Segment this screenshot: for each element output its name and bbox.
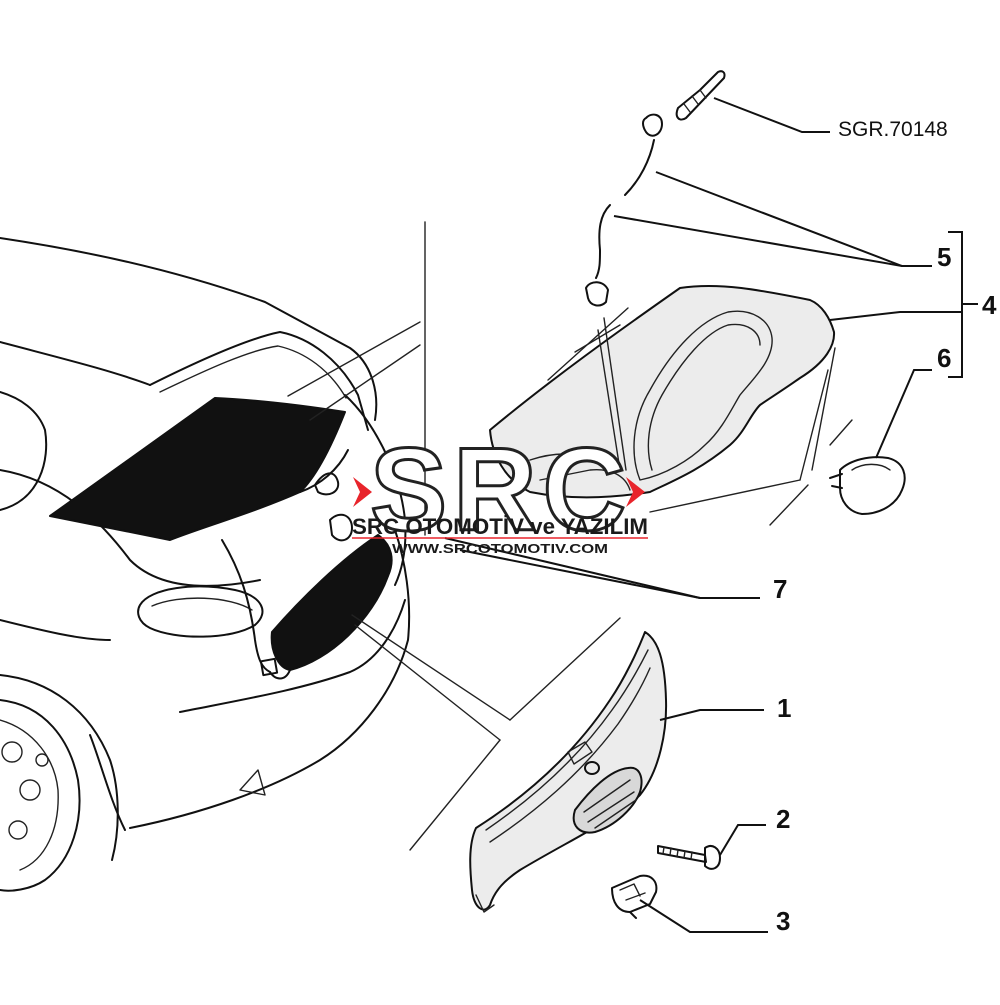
- callout-7: 7: [773, 574, 787, 604]
- chevron-right-icon: [626, 477, 645, 507]
- callout-3: 3: [776, 906, 790, 936]
- tailgate-inner-panel: [270, 534, 393, 671]
- trunk-lining-panel: [489, 284, 906, 526]
- chevron-left-icon: [353, 477, 372, 507]
- callout-1: 1: [777, 693, 791, 723]
- rear-trim-panel: [469, 631, 668, 913]
- screw: [657, 845, 721, 870]
- callout-4: 4: [982, 290, 997, 320]
- callout-6: 6: [937, 343, 951, 373]
- hatch-opening-panel: [49, 397, 346, 541]
- car-rear-body: [0, 237, 411, 892]
- leader-lines: [444, 97, 978, 933]
- reference-code-label: SGR.70148: [838, 118, 948, 141]
- watermark-company: SRC OTOMOTİV ve YAZILIM: [352, 514, 648, 539]
- callout-5: 5: [937, 242, 951, 272]
- clip: [611, 874, 658, 919]
- watermark-website: WWW.SRCOTOMOTIV.COM: [392, 541, 608, 556]
- watermark-logo-text: SRC: [370, 424, 632, 556]
- watermark-logo: SRC SRC OTOMOTİV ve YAZILIM WWW.SRCOTOMO…: [352, 423, 648, 558]
- release-cable: [585, 70, 726, 471]
- callout-2: 2: [776, 804, 790, 834]
